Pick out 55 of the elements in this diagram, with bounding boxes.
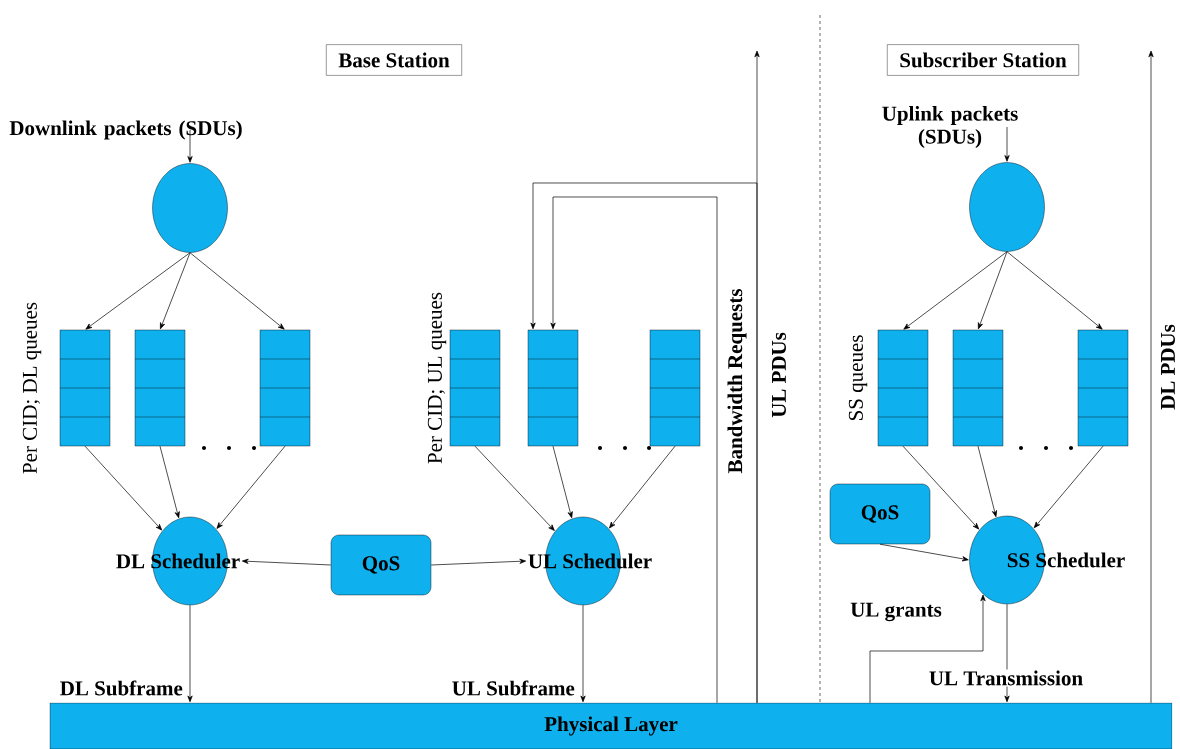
arrow	[1006, 251, 1103, 330]
queue-box	[1077, 329, 1129, 447]
arrow	[902, 445, 980, 530]
queue-box	[527, 329, 579, 447]
queue-box	[134, 329, 186, 447]
arrow	[903, 251, 1008, 330]
arrow	[216, 445, 286, 529]
arrow	[84, 445, 163, 531]
arrow	[977, 445, 997, 518]
arrow	[869, 594, 986, 704]
edge-label: UL PDUs	[772, 332, 786, 418]
queue-label: Per CID; UL queues	[427, 292, 447, 464]
arrow	[187, 604, 193, 703]
queue-box	[952, 329, 1004, 447]
arrow	[977, 251, 1008, 330]
ellipse	[152, 163, 228, 253]
edge-label: DL Subframe	[60, 680, 183, 696]
arrow	[242, 558, 332, 566]
queue-box	[877, 329, 929, 447]
arrow	[609, 445, 676, 529]
title-box: Base Station	[326, 44, 462, 76]
queue-box	[59, 329, 111, 447]
arrow	[474, 445, 555, 531]
arrow	[159, 445, 180, 519]
queue-label: SS queues	[848, 335, 868, 421]
arrow	[189, 252, 285, 330]
arrow	[160, 252, 191, 330]
queue-label: Per CID; DL queues	[22, 302, 42, 474]
arrow	[1033, 445, 1104, 529]
input-label: Uplink packets (SDUs)	[882, 106, 1018, 148]
qos-box: QoS	[330, 534, 432, 596]
physical-layer-bar: Physical Layer	[49, 702, 1173, 749]
arrow	[550, 196, 718, 704]
arrow	[552, 445, 573, 519]
arrow	[1004, 126, 1010, 162]
edge-label: DL PDUs	[1161, 324, 1175, 410]
edge-label: UL grants	[850, 602, 942, 622]
arrow	[580, 604, 586, 703]
arrow	[879, 543, 969, 562]
arrow	[1004, 603, 1010, 703]
arrow	[430, 558, 527, 566]
queue-box	[449, 329, 501, 447]
qos-box: QoS	[829, 483, 931, 545]
input-label: Downlink packets (SDUs)	[9, 120, 242, 140]
arrow	[85, 252, 191, 330]
edge-label: UL Subframe	[452, 680, 575, 696]
edge-label: Bandwidth Requests	[727, 289, 747, 474]
arrow	[187, 129, 193, 163]
queue-box	[259, 329, 311, 447]
arrow	[754, 50, 760, 704]
ellipse	[969, 162, 1045, 252]
queue-box	[649, 329, 701, 447]
edge-label: UL Transmission	[927, 669, 1085, 687]
title-box: Subscriber Station	[887, 44, 1079, 76]
arrow	[1148, 50, 1154, 704]
